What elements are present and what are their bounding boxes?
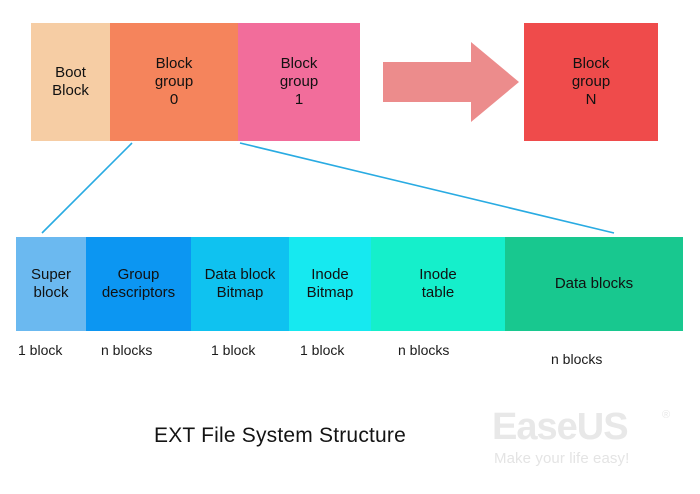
caption-data-block-bitmap: 1 block (211, 342, 256, 358)
diagram-title: EXT File System Structure (153, 424, 407, 447)
block-group-overview-row: Boot Block Block group 0 Block group 1 (31, 23, 360, 141)
watermark-registered-icon: ® (662, 409, 671, 421)
overview-tile-block-group-1: Block group 1 (238, 23, 360, 141)
overview-tile-boot-block: Boot Block (31, 23, 110, 141)
continuation-arrow-icon (383, 42, 519, 122)
caption-group-descriptors: n blocks (101, 342, 153, 358)
segment-data-block-bitmap: Data block Bitmap (191, 237, 289, 331)
block-group-detail-band: Super block Group descriptors Data block… (16, 237, 683, 331)
easeus-watermark: EaseUS ® Make your life easy! (492, 408, 688, 470)
watermark-brand: EaseUS (492, 406, 629, 448)
caption-inode-bitmap: 1 block (300, 342, 345, 358)
caption-super-block: 1 block (18, 342, 63, 358)
overview-tile-block-group-0: Block group 0 (110, 23, 238, 141)
segment-inode-bitmap: Inode Bitmap (289, 237, 371, 331)
segment-super-block: Super block (16, 237, 86, 331)
watermark-tagline: Make your life easy! (494, 450, 630, 467)
segment-inode-table: Inode table (371, 237, 505, 331)
caption-inode-table: n blocks (398, 342, 450, 358)
overview-tile-block-group-n: Block group N (524, 23, 658, 141)
segment-size-captions: 1 block n blocks 1 block 1 block n block… (16, 340, 683, 367)
caption-data-blocks: n blocks (551, 351, 603, 367)
segment-data-blocks: Data blocks (505, 237, 683, 331)
segment-group-descriptors: Group descriptors (86, 237, 191, 331)
